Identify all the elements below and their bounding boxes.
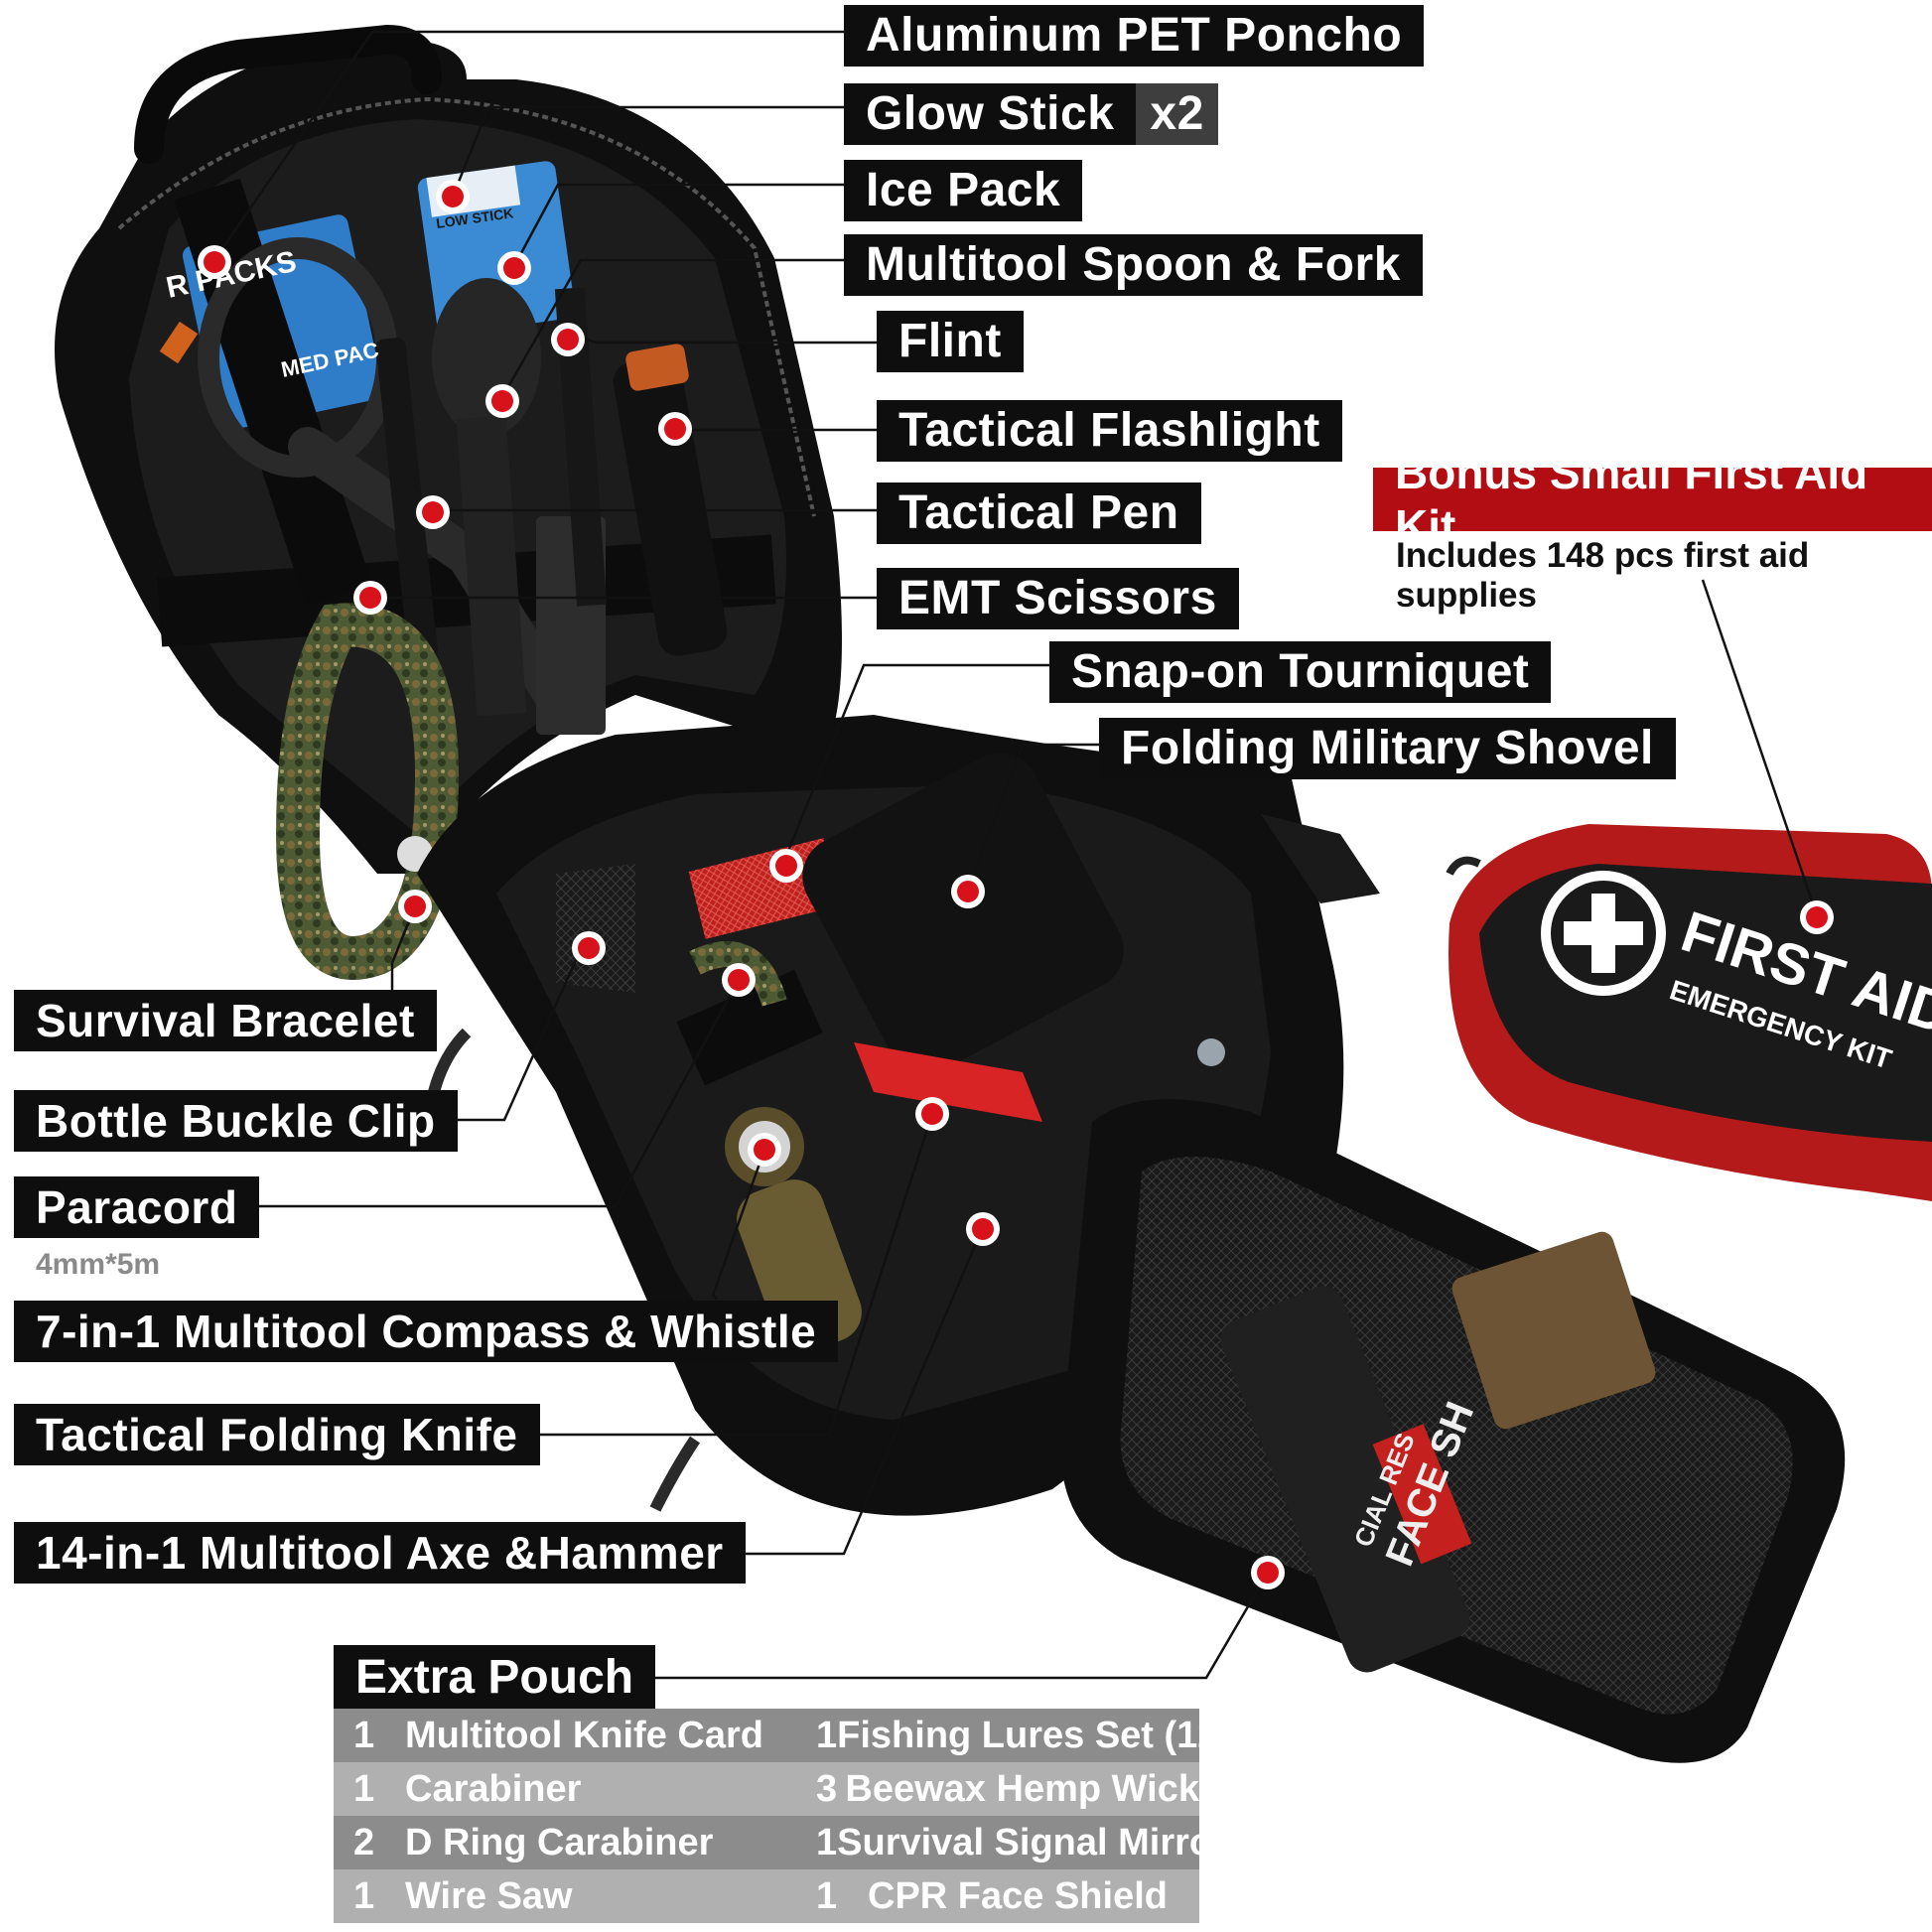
item-qty: 1 xyxy=(816,1714,838,1756)
callout-shovel-text: Folding Military Shovel xyxy=(1121,722,1654,774)
marker-compass xyxy=(748,1133,781,1167)
callout-glow-stick-qty: x2 xyxy=(1136,83,1218,145)
extra-pouch-title: Extra Pouch xyxy=(334,1645,656,1709)
callout-tourniquet-text: Snap-on Tourniquet xyxy=(1071,645,1530,698)
callout-flashlight-text: Tactical Flashlight xyxy=(898,404,1320,457)
callout-bottle-clip: Bottle Buckle Clip xyxy=(14,1090,458,1152)
bonus-kit-title: Bonus Small First Aid Kit xyxy=(1373,447,1932,552)
item-qty: 1 xyxy=(816,1821,838,1863)
marker-spoon-fork xyxy=(485,384,519,418)
item-name: CPR Face Shield xyxy=(868,1874,1168,1917)
item-name: Wire Saw xyxy=(405,1874,573,1917)
callout-ice-pack: Ice Pack xyxy=(844,160,1083,221)
callout-scissors-text: EMT Scissors xyxy=(898,572,1217,624)
marker-bonus-kit xyxy=(1800,900,1834,934)
callout-compass-whistle-text: 7-in-1 Multitool Compass & Whistle xyxy=(36,1306,817,1357)
marker-tourniquet xyxy=(769,849,803,883)
item-name: Beewax Hemp Wick xyxy=(845,1767,1199,1810)
marker-poncho xyxy=(198,245,231,279)
callout-paracord-text: Paracord xyxy=(36,1181,238,1233)
marker-shovel xyxy=(951,875,985,908)
marker-folding-knife xyxy=(915,1097,949,1131)
callout-poncho: Aluminum PET Poncho xyxy=(844,5,1425,67)
marker-extra-pouch xyxy=(1251,1556,1285,1589)
marker-paracord xyxy=(722,963,756,997)
marker-axe xyxy=(966,1212,1000,1246)
extra-pouch-item: 1 Carabiner xyxy=(334,1768,766,1811)
callout-folding-knife: Tactical Folding Knife xyxy=(14,1404,540,1465)
marker-pen xyxy=(416,495,450,529)
upper-bag xyxy=(55,24,842,980)
callout-ice-pack-text: Ice Pack xyxy=(866,164,1061,216)
item-qty: 1 xyxy=(353,1767,375,1810)
extra-pouch-row: 1 Wire Saw 1 CPR Face Shield xyxy=(334,1869,1199,1923)
item-markers xyxy=(198,180,1834,1589)
callout-bottle-clip-text: Bottle Buckle Clip xyxy=(36,1095,436,1147)
callout-flint: Flint xyxy=(877,311,1024,372)
callout-poncho-text: Aluminum PET Poncho xyxy=(866,9,1403,62)
item-qty: 1 xyxy=(353,1714,375,1756)
marker-glow-stick xyxy=(436,180,470,213)
callout-bracelet-text: Survival Bracelet xyxy=(36,995,415,1046)
marker-bottle-clip xyxy=(572,931,606,965)
extra-pouch-illustration xyxy=(1060,1099,1846,1763)
bonus-kit-subtitle: Includes 148 pcs first aid supplies xyxy=(1396,536,1810,615)
item-qty: 1 xyxy=(816,1874,838,1917)
callout-glow-stick-text: Glow Stick xyxy=(866,87,1115,140)
item-qty: 2 xyxy=(353,1821,375,1863)
callout-compass-whistle: 7-in-1 Multitool Compass & Whistle xyxy=(14,1301,839,1362)
marker-flint xyxy=(551,323,585,356)
leader-lines xyxy=(212,30,1819,1680)
extra-pouch-item: 1 CPR Face Shield xyxy=(766,1875,1199,1918)
callout-pen: Tactical Pen xyxy=(877,483,1201,544)
callout-shovel: Folding Military Shovel xyxy=(1099,718,1676,779)
extra-pouch-item: 1 Wire Saw xyxy=(334,1875,766,1918)
item-qty: 3 xyxy=(816,1767,838,1810)
callout-spoon-fork-text: Multitool Spoon & Fork xyxy=(866,238,1401,291)
callout-folding-knife-text: Tactical Folding Knife xyxy=(36,1409,518,1460)
item-qty: 1 xyxy=(353,1874,375,1917)
item-name: Survival Signal Mirror xyxy=(837,1821,1227,1863)
callout-axe-hammer-text: 14-in-1 Multitool Axe &Hammer xyxy=(36,1527,724,1579)
callout-tourniquet: Snap-on Tourniquet xyxy=(1049,641,1552,703)
paracord-spec: 4mm*5m xyxy=(36,1248,161,1281)
marker-bracelet xyxy=(398,890,432,923)
marker-flashlight xyxy=(658,412,692,446)
callout-flashlight: Tactical Flashlight xyxy=(877,400,1342,462)
callout-axe-hammer: 14-in-1 Multitool Axe &Hammer xyxy=(14,1522,746,1584)
callout-spoon-fork: Multitool Spoon & Fork xyxy=(844,234,1423,296)
callout-bracelet: Survival Bracelet xyxy=(14,990,437,1051)
extra-pouch-item: 2 D Ring Carabiner xyxy=(334,1822,766,1864)
callout-glow-stick: Glow Stick x2 xyxy=(844,83,1218,145)
item-name: D Ring Carabiner xyxy=(405,1821,714,1863)
callout-paracord: Paracord xyxy=(14,1176,260,1238)
extra-pouch-item: 1 Multitool Knife Card xyxy=(334,1715,766,1757)
callout-scissors: EMT Scissors xyxy=(877,568,1239,629)
marker-ice-pack xyxy=(497,251,531,285)
item-name: Multitool Knife Card xyxy=(405,1714,763,1756)
callout-flint-text: Flint xyxy=(898,315,1002,367)
item-name: Carabiner xyxy=(405,1767,582,1810)
marker-scissors xyxy=(353,581,387,615)
item-name: Fishing Lures Set (12 Pcs) xyxy=(837,1714,1310,1756)
first-aid-kit-illustration: FIRST AID EMERGENCY KIT xyxy=(1446,824,1932,1201)
callout-pen-text: Tactical Pen xyxy=(898,486,1179,539)
